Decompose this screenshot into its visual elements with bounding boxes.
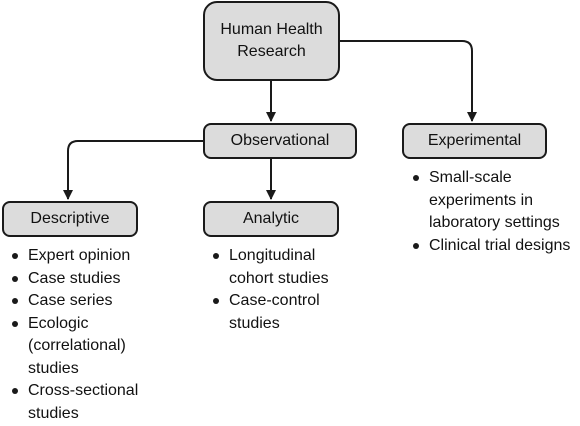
- list-item: Expert opinion: [11, 245, 181, 268]
- list-item-text: Longitudinal cohort studies: [229, 247, 329, 287]
- list-item-text: Ecologic (correlational) studies: [28, 314, 126, 377]
- list-item: Cross-sectional studies: [11, 380, 163, 425]
- list-item: Small-scale experiments in laboratory se…: [412, 167, 580, 235]
- list-item: Case series: [11, 290, 181, 313]
- list-item: Case studies: [11, 268, 181, 291]
- analytic-study-list: Longitudinal cohort studies Case-control…: [212, 245, 352, 335]
- list-item: Longitudinal cohort studies: [212, 245, 359, 290]
- list-item-text: Clinical trial designs: [429, 236, 571, 254]
- list-item-text: Case studies: [28, 269, 121, 287]
- node-descriptive: Descriptive: [2, 201, 138, 237]
- list-item-text: Cross-sectional studies: [28, 382, 139, 422]
- list-item-text: Small-scale experiments in laboratory se…: [429, 169, 560, 231]
- list-item-text: Expert opinion: [28, 247, 131, 264]
- list-item-text: Case series: [28, 292, 113, 309]
- descriptive-study-list: Expert opinion Case studies Case series …: [11, 245, 181, 425]
- node-root-label-line2: Research: [237, 43, 306, 60]
- experimental-study-list: Small-scale experiments in laboratory se…: [412, 167, 580, 257]
- list-item: Case-control studies: [212, 290, 359, 335]
- node-descriptive-label: Descriptive: [30, 210, 110, 227]
- list-item: Ecologic (correlational) studies: [11, 313, 153, 381]
- node-analytic: Analytic: [203, 201, 339, 237]
- list-item: Clinical trial designs: [412, 235, 580, 258]
- arrow-root-to-experimental: [340, 40, 477, 122]
- node-human-health-research: Human Health Research: [203, 1, 340, 81]
- arrow-observational-to-descriptive: [63, 140, 203, 200]
- list-item-text: Case-control studies: [229, 292, 320, 332]
- node-analytic-label: Analytic: [242, 210, 300, 227]
- node-root-label-line1: Human Health: [220, 21, 323, 38]
- node-experimental-label: Experimental: [427, 132, 522, 149]
- node-observational-label: Observational: [230, 132, 330, 149]
- node-observational: Observational: [203, 123, 357, 159]
- node-experimental: Experimental: [402, 123, 547, 159]
